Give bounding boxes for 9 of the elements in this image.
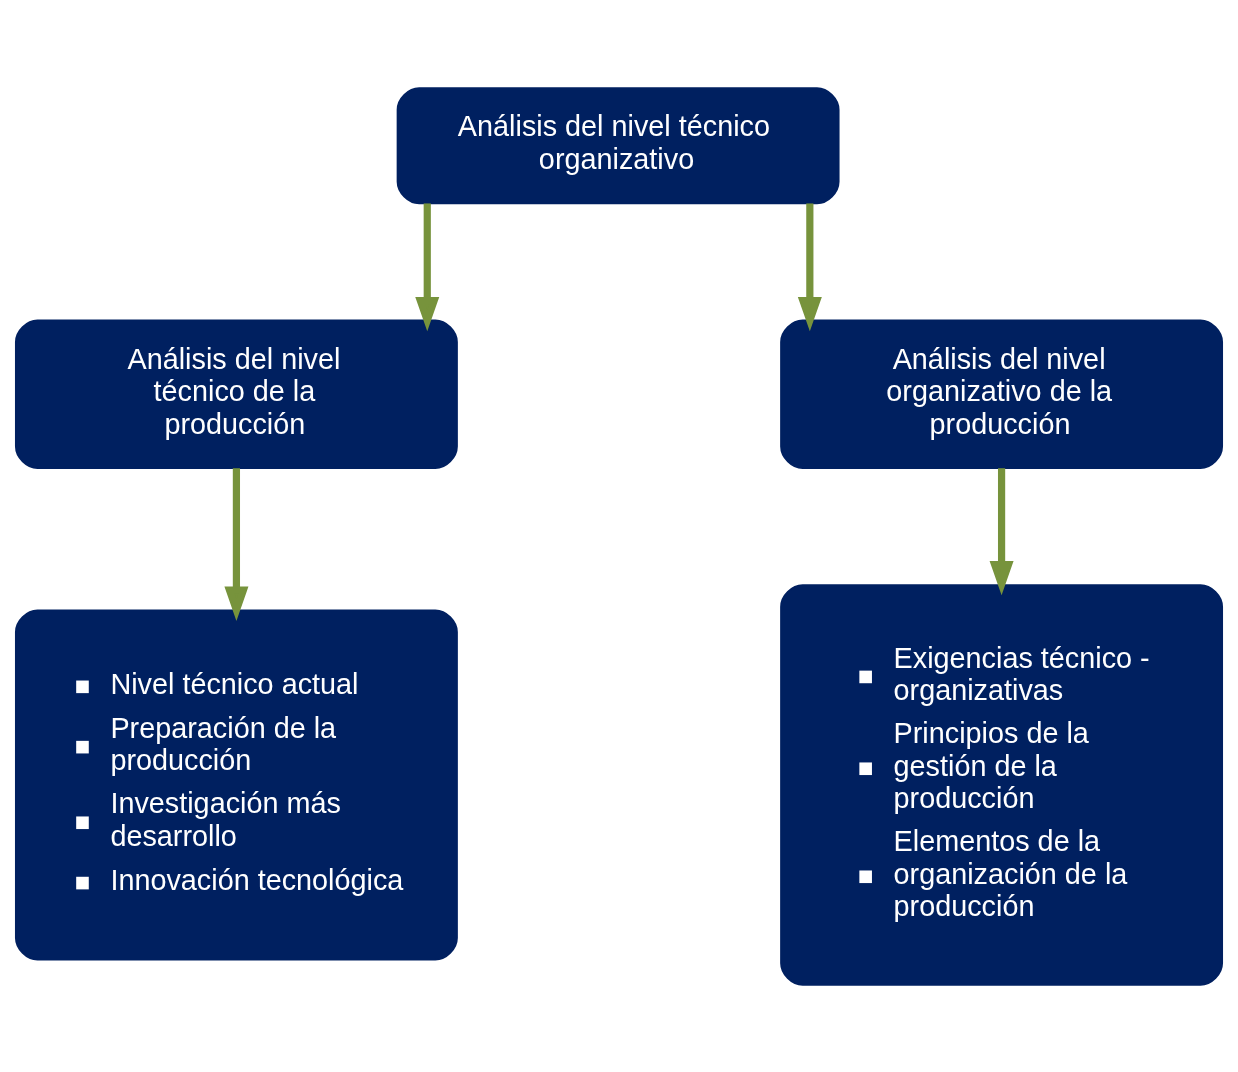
arrow: [415, 202, 440, 331]
node-box: Análisis del nivel organizativo de la producción: [780, 319, 1224, 469]
arrow: [797, 202, 822, 331]
node-box: Análisis del nivel técnico de la producción: [14, 319, 458, 469]
node-box: Análisis del nivel técnico organizativo: [396, 86, 840, 204]
node-box: Nivel técnico actual Preparación de la producción Investigación más desarrollo Innovación tecnológica: [14, 608, 458, 960]
arrow: [989, 467, 1014, 595]
arrow: [224, 467, 249, 621]
node-box: Exigencias técnico - organizativas Principios de la gestión de la producción Elementos de la organización de la producción: [780, 583, 1224, 986]
